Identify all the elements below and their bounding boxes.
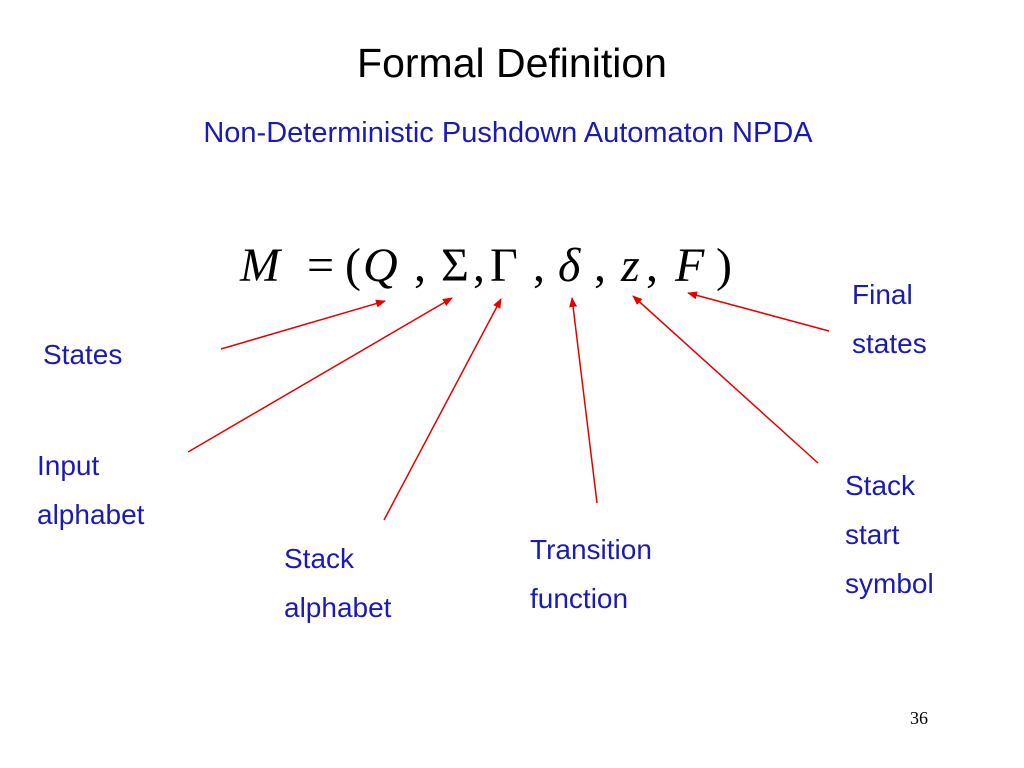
formula-comma-1: ,	[414, 239, 426, 292]
arrow-transition-function	[569, 297, 598, 504]
formula-open-paren: (	[345, 239, 361, 292]
label-stack-alphabet-line-1: Stack	[284, 543, 355, 574]
label-stack-alphabet: Stack alphabet	[284, 534, 391, 632]
label-input-alphabet-line-1: Input	[37, 450, 100, 481]
label-states-line-1: States	[43, 339, 123, 370]
label-final-states-line-2: states	[852, 328, 927, 359]
formula-z: z	[620, 239, 640, 292]
label-stack-start-symbol: Stack start symbol	[845, 461, 934, 608]
formula-comma-3: ,	[533, 239, 545, 292]
arrow-final-states	[687, 291, 830, 332]
formula-comma-5: ,	[646, 239, 658, 292]
label-transition-function-line-2: function	[530, 583, 629, 614]
formula-F: F	[674, 239, 705, 292]
arrow-stack-alphabet	[383, 298, 502, 521]
label-final-states-line-1: Final	[852, 279, 913, 310]
label-final-states: Final states	[852, 270, 927, 368]
arrow-input-alphabet	[187, 297, 453, 453]
label-stack-alphabet-line-2: alphabet	[284, 592, 392, 623]
label-transition-function: Transition function	[530, 525, 652, 623]
formula-close-paren: )	[716, 239, 732, 292]
label-input-alphabet-line-2: alphabet	[37, 499, 145, 530]
label-input-alphabet: Input alphabet	[37, 441, 144, 539]
formula-M: M	[239, 239, 283, 292]
formula-comma-2: ,	[473, 239, 485, 292]
slide-subtitle: Non-Deterministic Pushdown Automaton NPD…	[203, 117, 813, 149]
arrow-states	[220, 299, 386, 350]
formula-comma-4: ,	[594, 239, 606, 292]
formula-sigma: Σ	[441, 239, 469, 292]
label-stack-start-symbol-line-2: start	[845, 519, 900, 550]
label-states: States	[43, 330, 122, 379]
slide-title: Formal Definition	[357, 40, 667, 86]
label-stack-start-symbol-line-1: Stack	[845, 470, 916, 501]
page-number: 36	[910, 708, 928, 728]
formula-delta: δ	[558, 239, 581, 292]
formula-gamma: Γ	[490, 239, 518, 292]
formula-Q: Q	[363, 239, 398, 292]
formula-equals: =	[307, 239, 334, 292]
label-stack-start-symbol-line-3: symbol	[845, 568, 934, 599]
arrow-stack-start-symbol	[632, 295, 819, 464]
label-transition-function-line-1: Transition	[530, 534, 652, 565]
